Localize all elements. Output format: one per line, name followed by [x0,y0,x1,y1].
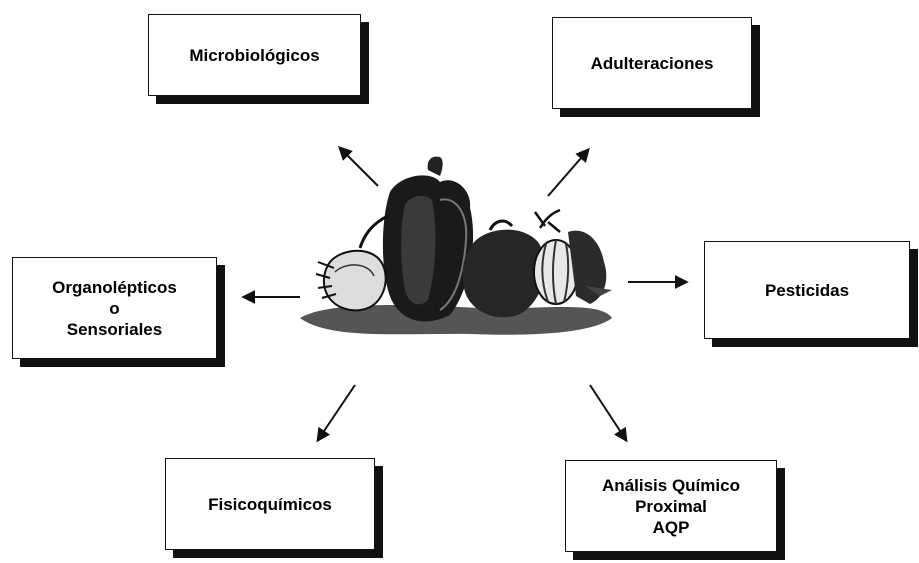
node-aqp-line-2: Proximal [635,496,707,517]
node-organolepticos-line-1: Organolépticos [52,277,177,298]
node-organolepticos-line-2: o [109,298,119,319]
arrow-to-aqp [590,385,626,440]
node-adulteraciones-line-1: Adulteraciones [591,53,714,74]
node-aqp: Análisis Químico Proximal AQP [565,460,777,552]
node-fisicoquimicos-label: Fisicoquímicos [208,494,332,515]
node-microbiologicos-line-1: Microbiológicos [189,45,319,66]
node-adulteraciones: Adulteraciones [552,17,752,109]
node-aqp-label: Análisis Químico Proximal AQP [602,475,740,538]
node-organolepticos: Organolépticos o Sensoriales [12,257,217,359]
node-adulteraciones-label: Adulteraciones [591,53,714,74]
arrow-to-adulteraciones [548,150,588,196]
node-organolepticos-line-3: Sensoriales [67,319,162,340]
node-microbiologicos-label: Microbiológicos [189,45,319,66]
node-organolepticos-label: Organolépticos o Sensoriales [52,277,177,340]
node-aqp-line-3: AQP [653,517,690,538]
node-fisicoquimicos: Fisicoquímicos [165,458,375,550]
arrow-to-fisicoquimicos [318,385,355,440]
vegetables-illustration [300,157,612,335]
node-fisicoquimicos-line-1: Fisicoquímicos [208,494,332,515]
node-pesticidas-label: Pesticidas [765,280,849,301]
arrow-to-microbiologicos [340,148,378,186]
node-microbiologicos: Microbiológicos [148,14,361,96]
node-pesticidas-line-1: Pesticidas [765,280,849,301]
node-aqp-line-1: Análisis Químico [602,475,740,496]
node-pesticidas: Pesticidas [704,241,910,339]
